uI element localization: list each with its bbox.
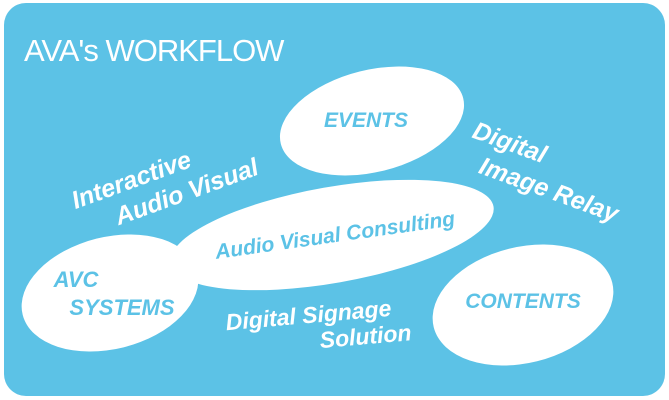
consulting-oval (170, 179, 494, 291)
avc-systems-node: AVC SYSTEMS (21, 234, 199, 352)
relay-line2: Image Relay (475, 152, 623, 229)
workflow-diagram: EVENTS Audio Visual Consulting AVC SYSTE… (21, 66, 623, 366)
events-oval (279, 66, 465, 176)
workflow-card: AVA's WORKFLOW EVENTS Audio Visual Consu… (4, 3, 665, 396)
events-node: EVENTS (279, 66, 465, 176)
avc-systems-oval (21, 234, 199, 352)
contents-label: CONTENTS (465, 290, 581, 313)
avc-label-line1: AVC (53, 267, 100, 292)
workflow-title: AVA's WORKFLOW (24, 33, 284, 68)
consulting-node: Audio Visual Consulting (170, 179, 494, 291)
signage-label: Digital Signage Solution (225, 295, 413, 353)
events-label: EVENTS (324, 109, 408, 132)
contents-node: CONTENTS (432, 244, 614, 366)
avc-label-line2: SYSTEMS (69, 295, 174, 320)
contents-oval (432, 244, 614, 366)
